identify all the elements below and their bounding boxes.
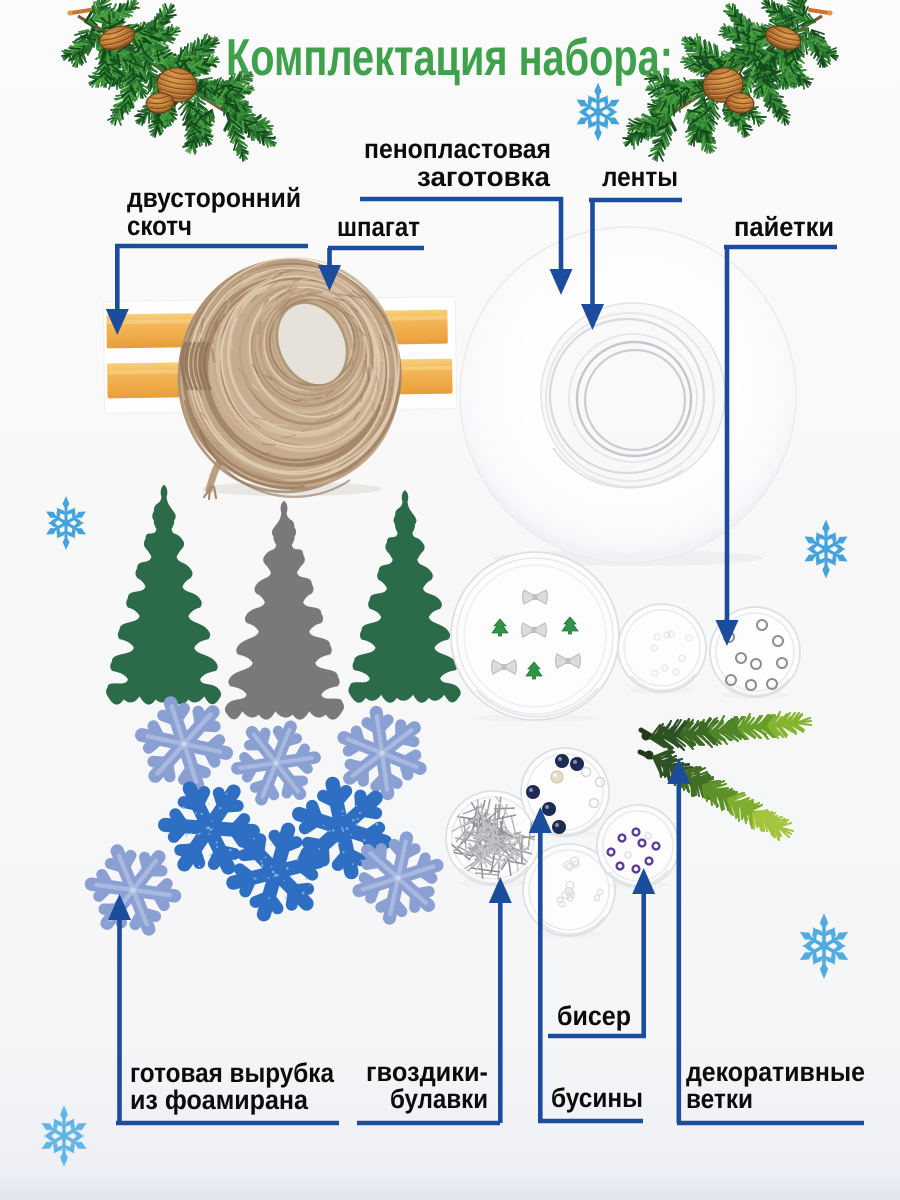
svg-text:декоративные: декоративные (686, 1057, 865, 1087)
svg-text:ленты: ленты (602, 162, 678, 192)
svg-text:шпагат: шпагат (337, 212, 420, 242)
svg-text:бусины: бусины (551, 1083, 643, 1113)
svg-text:пайетки: пайетки (734, 212, 834, 242)
svg-text:Комплектация набора:: Комплектация набора: (226, 29, 673, 87)
svg-text:двусторонний: двусторонний (127, 183, 301, 213)
svg-text:готовая вырубка: готовая вырубка (130, 1058, 335, 1088)
svg-text:гвоздики-: гвоздики- (366, 1057, 488, 1087)
svg-text:заготовка: заготовка (417, 162, 551, 192)
svg-text:ветки: ветки (686, 1084, 753, 1114)
svg-text:булавки: булавки (390, 1084, 488, 1114)
svg-text:бисер: бисер (557, 1001, 631, 1031)
svg-text:из фоамирана: из фоамирана (130, 1085, 309, 1115)
svg-text:пенопластовая: пенопластовая (364, 134, 551, 164)
svg-text:скотч: скотч (127, 211, 192, 241)
